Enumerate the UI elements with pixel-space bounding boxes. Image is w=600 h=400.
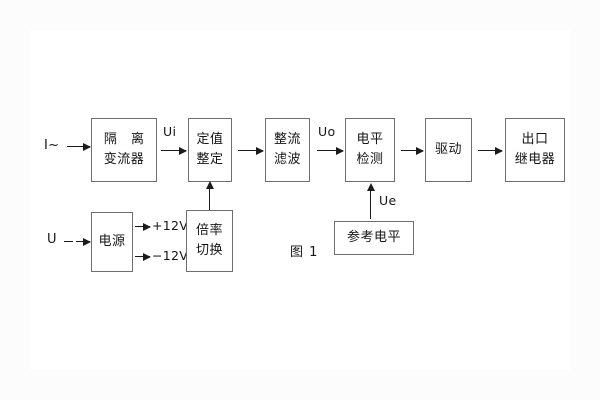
block-output-relay-line1: 出口 <box>521 131 549 147</box>
arrow-voltage-to-power <box>76 237 91 246</box>
arrow-power-pos12 <box>135 222 151 231</box>
block-setting-adjust-line2: 整定 <box>196 152 224 167</box>
block-isolation-transformer-line1: 隔 离 <box>103 131 150 147</box>
block-reference-level: 参考电平 <box>334 221 414 255</box>
block-level-detect: 电平 检测 <box>345 118 395 182</box>
block-drive-line1: 驱动 <box>434 141 462 157</box>
block-setting-adjust-line1: 定值 <box>196 131 224 147</box>
arrow-drive-to-relay <box>478 146 503 155</box>
block-output-relay: 出口 继电器 <box>505 118 565 182</box>
input-voltage-label: U <box>47 232 57 247</box>
block-isolation-transformer: 隔 离 变流器 <box>91 118 157 182</box>
arrow-reference-to-level <box>366 183 375 219</box>
block-level-detect-line1: 电平 <box>356 131 384 147</box>
signal-ui-label: Ui <box>163 124 177 139</box>
block-ratio-switch-line1: 倍率 <box>195 222 223 238</box>
dash-voltage-lead <box>64 241 73 242</box>
block-power-supply-line1: 电源 <box>98 233 126 249</box>
block-setting-adjust: 定值 整定 <box>188 118 232 182</box>
block-reference-level-line1: 参考电平 <box>346 229 401 245</box>
arrow-current-to-isolation <box>67 142 91 151</box>
block-output-relay-line2: 继电器 <box>514 152 556 167</box>
signal-uo-label: Uo <box>318 124 336 139</box>
arrow-ratio-to-setting <box>205 181 214 210</box>
input-current-label: I~ <box>44 138 60 153</box>
diagram-plate <box>30 30 570 370</box>
arrow-power-neg12 <box>135 252 151 261</box>
figure-caption: 图 1 <box>290 245 319 260</box>
block-power-supply: 电源 <box>91 212 133 272</box>
block-rectify-filter-line2: 滤波 <box>273 152 301 167</box>
block-ratio-switch-line2: 切换 <box>195 243 223 258</box>
arrow-setting-to-rectify <box>238 146 264 155</box>
arrow-rectify-to-level <box>317 146 344 155</box>
block-rectify-filter-line1: 整流 <box>273 131 301 147</box>
signal-ue-label: Ue <box>379 193 397 208</box>
arrow-level-to-drive <box>401 146 424 155</box>
signal-pos12-label: +12V <box>152 218 189 233</box>
block-rectify-filter: 整流 滤波 <box>265 118 310 182</box>
block-isolation-transformer-line2: 变流器 <box>103 152 145 167</box>
block-level-detect-line2: 检测 <box>356 152 384 167</box>
arrow-isolation-to-setting <box>161 146 187 155</box>
block-ratio-switch: 倍率 切换 <box>186 210 233 272</box>
block-drive: 驱动 <box>425 118 472 182</box>
signal-neg12-label: −12V <box>152 248 189 263</box>
